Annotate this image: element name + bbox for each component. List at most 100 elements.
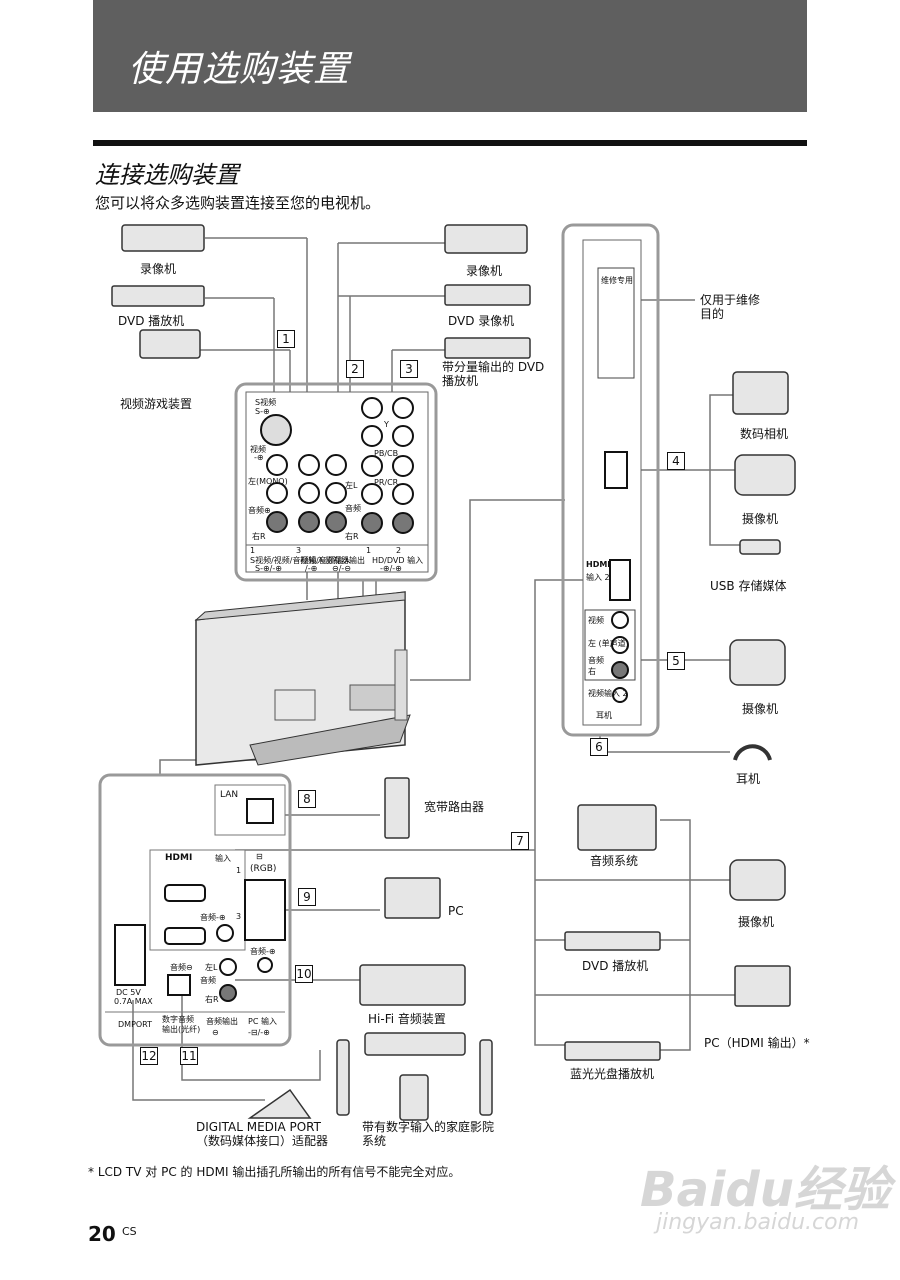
panel-in1-sym: S-⊕/-⊕ <box>255 564 282 573</box>
camcorder-icon <box>729 639 786 686</box>
jack <box>611 611 629 629</box>
game-icon <box>139 329 201 359</box>
dvd-recorder-icon <box>444 284 531 306</box>
watermark-logo: Baidu经验 <box>640 1162 890 1218</box>
jack <box>266 454 288 476</box>
bottom-pc-in: PC 输入 <box>248 1017 277 1026</box>
section-rule <box>93 140 807 146</box>
camera-icon <box>732 371 789 415</box>
label-bluray: 蓝光光盘播放机 <box>570 1067 655 1081</box>
jack <box>219 958 237 976</box>
jack <box>266 482 288 504</box>
bottom-in3-title: 视频/音频输入 <box>300 556 351 565</box>
callout-8: 8 <box>298 790 316 808</box>
headphones-icon <box>733 744 772 761</box>
callout-3: 3 <box>400 360 418 378</box>
bottom-digital: 数字音频 输出(光纤) <box>162 1015 201 1034</box>
jack <box>325 511 347 533</box>
bottom-audio-in: 音频-⊕ <box>200 913 226 922</box>
panel-idx2: 2 <box>396 546 402 555</box>
panel-idx1: 1 <box>250 546 256 555</box>
label-vcr-left: 录像机 <box>140 262 177 276</box>
side-panel <box>561 223 660 737</box>
panel-idx3: 3 <box>296 546 302 555</box>
jack <box>361 455 383 477</box>
jack <box>325 454 347 476</box>
dvd-hdmi-icon <box>564 931 661 951</box>
jack <box>216 924 234 942</box>
side-hdmi: HDMI <box>586 560 611 569</box>
jack <box>257 957 273 973</box>
side-left: 左 (单声道) <box>588 639 629 648</box>
panel-in1-title: S视频/视频/音频输入 <box>250 556 325 565</box>
side-hdmi-in: 输入 2 <box>586 573 610 582</box>
bottom-rgb: (RGB) <box>250 864 277 874</box>
label-dvd-component: 带分量输出的 DVD 播放机 <box>442 360 545 388</box>
label-pc-hdmi: PC（HDMI 输出）* <box>704 1036 810 1050</box>
bottom-dmport: DMPORT <box>118 1020 153 1029</box>
side-headphone: 耳机 <box>596 711 612 720</box>
page-number: 20 <box>88 1222 116 1246</box>
label-vcr-right: 录像机 <box>466 264 503 278</box>
header-band <box>93 0 807 112</box>
callout-9: 9 <box>298 888 316 906</box>
dmport-area <box>114 924 146 986</box>
bottom-in3: 3 <box>236 912 242 921</box>
cable <box>534 579 585 1046</box>
panel-video-sym: -⊕ <box>254 453 264 462</box>
bottom-pc-sym: ⊟ <box>256 852 263 861</box>
label-dmp-adapter: DIGITAL MEDIA PORT （数码媒体接口）适配器 <box>196 1120 329 1148</box>
dmp-adapter-icon <box>247 1088 312 1119</box>
side-service: 维修专用 <box>601 276 633 285</box>
panel-s-video: S视频 <box>255 398 277 407</box>
callout-2: 2 <box>346 360 364 378</box>
bluray-icon <box>564 1041 661 1061</box>
label-headphones: 耳机 <box>736 772 761 786</box>
bottom-variable: 音频⊖ <box>170 963 193 972</box>
panel-audio: 音频⊕ <box>248 506 271 515</box>
label-service: 仅用于维修 目的 <box>700 293 761 321</box>
callout-11: 11 <box>180 1047 198 1065</box>
cable <box>660 819 691 1051</box>
label-dvd-recorder: DVD 录像机 <box>448 314 515 328</box>
jack <box>392 483 414 505</box>
dvd-left-icon <box>111 285 205 307</box>
jack <box>612 687 628 703</box>
label-camcorder-usb: 摄像机 <box>742 512 779 526</box>
bottom-audio-out-lbl: 音频 <box>200 976 216 985</box>
label-audio-system: 音频系统 <box>590 854 639 868</box>
panel-monitor-sym: ⊖/-⊖ <box>332 564 351 573</box>
bottom-in1: 1 <box>236 866 242 875</box>
jack <box>392 397 414 419</box>
bottom-hdmi: HDMI <box>165 853 193 863</box>
label-camcorder-hdmi: 摄像机 <box>738 915 775 929</box>
jack <box>361 425 383 447</box>
callout-7: 7 <box>511 832 529 850</box>
callout-5: 5 <box>667 652 685 670</box>
panel-hddvd-sym: -⊕/-⊕ <box>380 564 402 573</box>
top-panel <box>234 382 438 582</box>
label-usb-media: USB 存储媒体 <box>710 579 787 593</box>
home-theater-icon <box>364 1032 466 1056</box>
label-router: 宽带路由器 <box>424 800 485 814</box>
callout-1: 1 <box>277 330 295 348</box>
jack <box>219 984 237 1002</box>
jack <box>361 483 383 505</box>
label-pc: PC <box>448 904 464 918</box>
cable <box>599 735 730 753</box>
rgb-area <box>244 879 286 941</box>
page-title: 使用选购装置 <box>128 49 351 90</box>
bottom-lan: LAN <box>220 790 239 800</box>
jack <box>392 512 414 534</box>
dvd-component-icon <box>444 337 531 359</box>
page-suffix: CS <box>122 1225 137 1238</box>
panel-right2: 右R <box>345 532 359 541</box>
bottom-pc-in-sym: -⊟/-⊕ <box>248 1028 270 1037</box>
top-panel-jacks <box>260 397 414 534</box>
label-dvd-player-hdmi: DVD 播放机 <box>582 959 649 973</box>
callout-4: 4 <box>667 452 685 470</box>
hdmi-port <box>164 927 206 945</box>
jack <box>392 455 414 477</box>
pc-hdmi-icon <box>734 965 791 1007</box>
section-description: 您可以将众多选购装置连接至您的电视机。 <box>95 194 381 212</box>
